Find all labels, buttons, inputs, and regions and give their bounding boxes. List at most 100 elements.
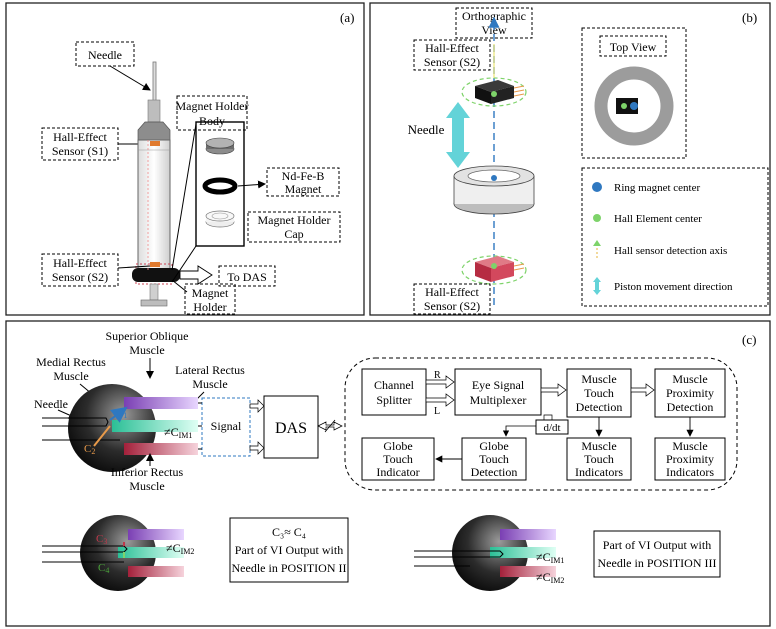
legend-axis-swatch-head bbox=[593, 240, 601, 246]
top-view-ring-center bbox=[630, 102, 638, 110]
ortho-label-box bbox=[455, 7, 533, 39]
needle-hub bbox=[147, 99, 161, 123]
legend-hall-center: Hall Element center bbox=[614, 213, 702, 225]
sensor-s1 bbox=[150, 141, 160, 146]
needle-c-label: Needle bbox=[34, 397, 68, 411]
holder-label-box bbox=[184, 283, 236, 315]
pos2-caption-3: Needle in POSITION II bbox=[232, 561, 347, 575]
hall-s1-label-2: Sensor (S1) bbox=[52, 144, 108, 158]
svg-text:Touch: Touch bbox=[383, 452, 413, 466]
holder-body-label-1: Magnet Holder bbox=[176, 99, 249, 113]
svg-text:Touch: Touch bbox=[584, 386, 614, 400]
top-view-label-box bbox=[599, 35, 667, 57]
svg-text:Muscle: Muscle bbox=[672, 372, 707, 386]
panel-c-tag: (c) bbox=[742, 332, 756, 347]
panel-c: (c) Superior Oblique Muscle Medial Rectu… bbox=[5, 320, 771, 627]
svg-text:Indicators: Indicators bbox=[666, 465, 714, 479]
ddt-to-globe-arrow bbox=[502, 425, 536, 437]
das-box bbox=[263, 395, 319, 459]
panel-b-tag: (b) bbox=[742, 10, 757, 25]
lateral-rectus-label-1: Lateral Rectus bbox=[175, 363, 245, 377]
superior-muscle bbox=[124, 397, 198, 409]
exploded-view-frame bbox=[195, 121, 245, 247]
das-label: DAS bbox=[275, 420, 307, 437]
svg-text:Channel: Channel bbox=[374, 378, 415, 392]
pos3-caption-2: Needle in POSITION III bbox=[598, 556, 717, 570]
piston-needle-label: Needle bbox=[408, 122, 445, 137]
svg-text:Proximity: Proximity bbox=[666, 386, 714, 400]
plunger-rod bbox=[149, 283, 159, 301]
holder-leader bbox=[171, 279, 188, 293]
block-muscle-proximity-indicators: Muscle Proximity Indicators bbox=[654, 437, 726, 481]
block-muscle-touch-indicators: Muscle Touch Indicators bbox=[566, 437, 632, 481]
hall-s2-label-1: Hall-Effect bbox=[53, 256, 107, 270]
panel-b: (b) Orthographic View Hall-Effect Sensor… bbox=[369, 2, 771, 316]
c1-arrow bbox=[109, 406, 128, 423]
hall-top-label-2: Sensor (S2) bbox=[424, 55, 480, 69]
c4-label: C4 bbox=[98, 562, 109, 575]
exploded-leader-top bbox=[171, 123, 197, 271]
ring-magnet bbox=[453, 165, 535, 215]
legend-hall-swatch bbox=[593, 214, 601, 222]
block-channel-splitter: Channel Splitter bbox=[361, 368, 427, 416]
inferior-muscle-2 bbox=[128, 566, 184, 577]
superior-oblique-label-2: Muscle bbox=[129, 343, 164, 357]
panel-b-frame bbox=[369, 2, 771, 316]
signal-arrow-2 bbox=[249, 441, 265, 455]
legend-detection-axis: Hall sensor detection axis bbox=[614, 245, 727, 257]
eye-position-3 bbox=[414, 515, 556, 591]
hall-bottom-label-1: Hall-Effect bbox=[425, 285, 479, 299]
bottom-hall-sensor bbox=[461, 255, 527, 285]
needle-2 bbox=[42, 545, 128, 553]
svg-text:Multiplexer: Multiplexer bbox=[470, 393, 527, 407]
c2-label: C2 bbox=[84, 443, 95, 456]
magnet-holder-cap-part bbox=[205, 210, 235, 228]
panel-a-tag: (a) bbox=[340, 10, 354, 25]
pos3-caption-1: Part of VI Output with bbox=[603, 538, 711, 552]
syringe bbox=[132, 61, 180, 307]
cim1-label-pos3: ≠CIM1 bbox=[536, 550, 564, 565]
superior-muscle-2 bbox=[128, 529, 184, 540]
signal-arrow-1 bbox=[249, 399, 265, 413]
svg-text:Splitter: Splitter bbox=[376, 393, 411, 407]
syringe-barrel bbox=[137, 139, 171, 273]
signal-box bbox=[201, 397, 251, 457]
block-globe-touch-indicator: Globe Touch Indicator bbox=[361, 437, 435, 481]
legend-frame bbox=[581, 167, 769, 307]
c1-label: C1 bbox=[116, 407, 127, 420]
inferior-rectus-label-2: Muscle bbox=[129, 479, 164, 493]
ortho-label-1: Orthographic bbox=[462, 9, 526, 23]
holder-body-label-2: Body bbox=[199, 114, 225, 128]
legend-ring-swatch bbox=[592, 182, 602, 192]
top-view-hall-center bbox=[621, 103, 627, 109]
mux-to-touch-arrow bbox=[540, 383, 567, 397]
hall-s1-label-1: Hall-Effect bbox=[53, 130, 107, 144]
svg-text:Touch: Touch bbox=[584, 452, 614, 466]
svg-text:Muscle: Muscle bbox=[581, 439, 616, 453]
magnet-holder-body-part bbox=[205, 137, 235, 155]
ndfeb-label-2: Magnet bbox=[285, 182, 322, 196]
holder-cap-label-1: Magnet Holder bbox=[258, 213, 331, 227]
c3-label: C3 bbox=[96, 533, 107, 546]
eye-position-2 bbox=[42, 515, 184, 591]
r-label: R bbox=[434, 370, 441, 381]
svg-text:Detection: Detection bbox=[667, 400, 714, 414]
hall-bottom-label-2: Sensor (S2) bbox=[424, 299, 480, 313]
lateral-rectus-label-2: Muscle bbox=[192, 377, 227, 391]
hall-bottom-label-box bbox=[413, 283, 491, 315]
medial-rectus-label-1: Medial Rectus bbox=[36, 355, 106, 369]
holder-cap-label-2: Cap bbox=[284, 227, 303, 241]
hall-top-label-box bbox=[413, 39, 491, 71]
hall-top-label-1: Hall-Effect bbox=[425, 41, 479, 55]
panel-a: (a) Needle Magnet Holder Body Hall-Effec… bbox=[5, 2, 365, 316]
pos2-caption-box bbox=[229, 517, 349, 583]
svg-text:Indicators: Indicators bbox=[575, 465, 623, 479]
legend-piston-swatch bbox=[593, 277, 601, 295]
panel-c-frame bbox=[5, 320, 771, 627]
pos2-caption-1: C₃≈ C₄ bbox=[272, 525, 306, 539]
svg-text:Eye Signal: Eye Signal bbox=[472, 378, 525, 392]
to-das-label-box bbox=[218, 265, 276, 287]
svg-text:Proximity: Proximity bbox=[666, 452, 714, 466]
holder-body-label-box bbox=[176, 95, 248, 131]
panel-a-frame bbox=[5, 2, 365, 316]
